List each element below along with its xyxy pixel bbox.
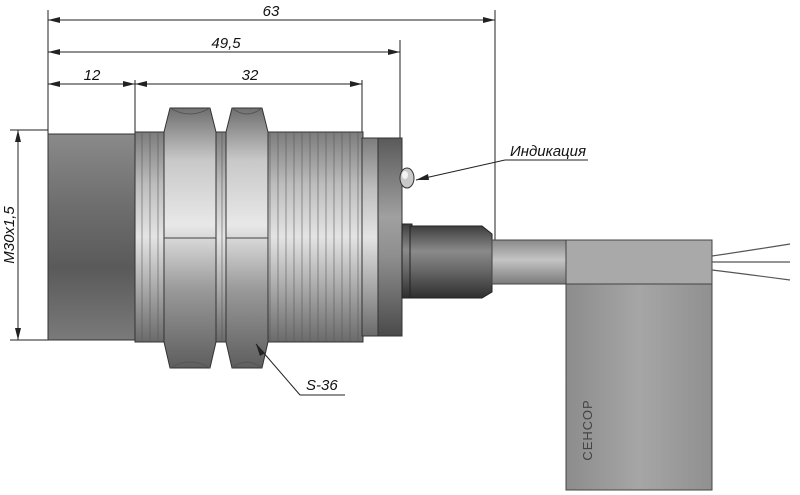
dimension-12-label: 12	[84, 67, 101, 84]
dimension-49-5: 49,5	[48, 35, 400, 55]
dimension-63-label: 63	[263, 3, 280, 20]
dimension-49-5-label: 49,5	[211, 35, 241, 52]
cable	[491, 239, 573, 285]
dimension-32: 32	[135, 67, 362, 87]
nut-rear	[225, 107, 269, 369]
dimension-thread-label: M30x1,5	[1, 206, 18, 264]
sensing-face	[47, 133, 139, 341]
cable-gland	[401, 223, 493, 299]
callout-wrench-label: S-36	[306, 377, 338, 394]
callout-indication-label: Индикация	[510, 143, 586, 160]
cable-tag: СЕНСОР	[565, 239, 713, 491]
dimension-thread: M30x1,5	[1, 130, 21, 340]
callout-wrench: S-36	[255, 343, 345, 396]
nut-front	[163, 107, 217, 369]
callout-indication: Индикация	[415, 143, 588, 181]
dimension-63: 63	[48, 3, 495, 23]
tag-brand-text: СЕНСОР	[580, 399, 595, 460]
rear-collar	[361, 137, 403, 337]
dimension-32-label: 32	[242, 67, 259, 84]
led-indicator	[399, 167, 415, 189]
wires	[711, 243, 791, 281]
dimension-12: 12	[48, 67, 135, 87]
